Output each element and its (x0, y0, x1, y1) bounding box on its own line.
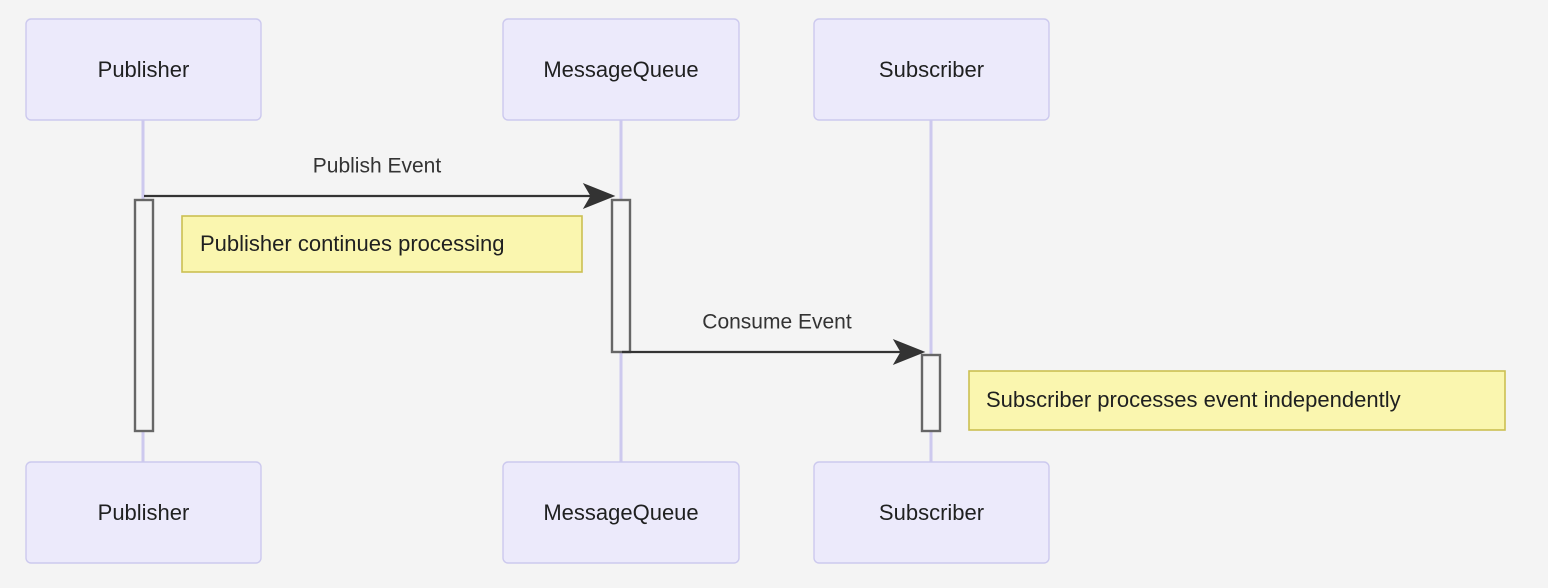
actor-label-publisher-top: Publisher (98, 57, 190, 82)
actor-box-messagequeue-bottom[interactable] (502, 461, 740, 564)
actor-bottom-messagequeue[interactable]: MessageQueue (502, 461, 740, 564)
actor-label-messagequeue-bottom: MessageQueue (543, 500, 698, 525)
message-label-publish-event: Publish Event (313, 155, 442, 178)
activations-layer (133, 198, 942, 433)
actor-label-publisher-bottom: Publisher (98, 500, 190, 525)
actor-box-subscriber-bottom[interactable] (813, 461, 1050, 564)
message-label-consume-event: Consume Event (702, 311, 852, 334)
activation-bar-messagequeue (610, 198, 632, 354)
actor-top-subscriber[interactable]: Subscriber (813, 18, 1050, 121)
actor-label-subscriber-top: Subscriber (879, 57, 984, 82)
message-consume-event[interactable]: Consume Event (622, 311, 926, 366)
message-arrowhead-publish-event (582, 182, 616, 210)
note-box-subscriber[interactable] (968, 370, 1506, 431)
actor-top-messagequeue[interactable]: MessageQueue (502, 18, 740, 121)
notes-layer: Publisher continues processing Subscribe… (181, 215, 1506, 431)
actor-box-subscriber-top[interactable] (813, 18, 1050, 121)
actor-label-messagequeue-top: MessageQueue (543, 57, 698, 82)
note-publisher-continues[interactable]: Publisher continues processing (181, 215, 583, 273)
lifelines-layer (141, 120, 933, 462)
actor-label-subscriber-bottom: Subscriber (879, 500, 984, 525)
actors-bottom-layer: Publisher MessageQueue Subscriber (25, 461, 1050, 564)
messages-layer: Publish Event Consume Event (144, 155, 926, 366)
actor-bottom-subscriber[interactable]: Subscriber (813, 461, 1050, 564)
actor-bottom-publisher[interactable]: Publisher (25, 461, 262, 564)
actor-box-messagequeue-top[interactable] (502, 18, 740, 121)
activation-bar-subscriber (920, 353, 942, 433)
note-subscriber-processes[interactable]: Subscriber processes event independently (968, 370, 1506, 431)
message-arrowhead-consume-event (892, 338, 926, 366)
message-publish-event[interactable]: Publish Event (144, 155, 616, 210)
note-box-publisher[interactable] (181, 215, 583, 273)
actors-top-layer: Publisher MessageQueue Subscriber (25, 18, 1050, 121)
note-label-publisher: Publisher continues processing (200, 231, 505, 256)
activation-bar-publisher (133, 198, 155, 433)
actor-box-publisher-top[interactable] (25, 18, 262, 121)
actor-top-publisher[interactable]: Publisher (25, 18, 262, 121)
actor-box-publisher-bottom[interactable] (25, 461, 262, 564)
note-label-subscriber: Subscriber processes event independently (986, 387, 1401, 412)
